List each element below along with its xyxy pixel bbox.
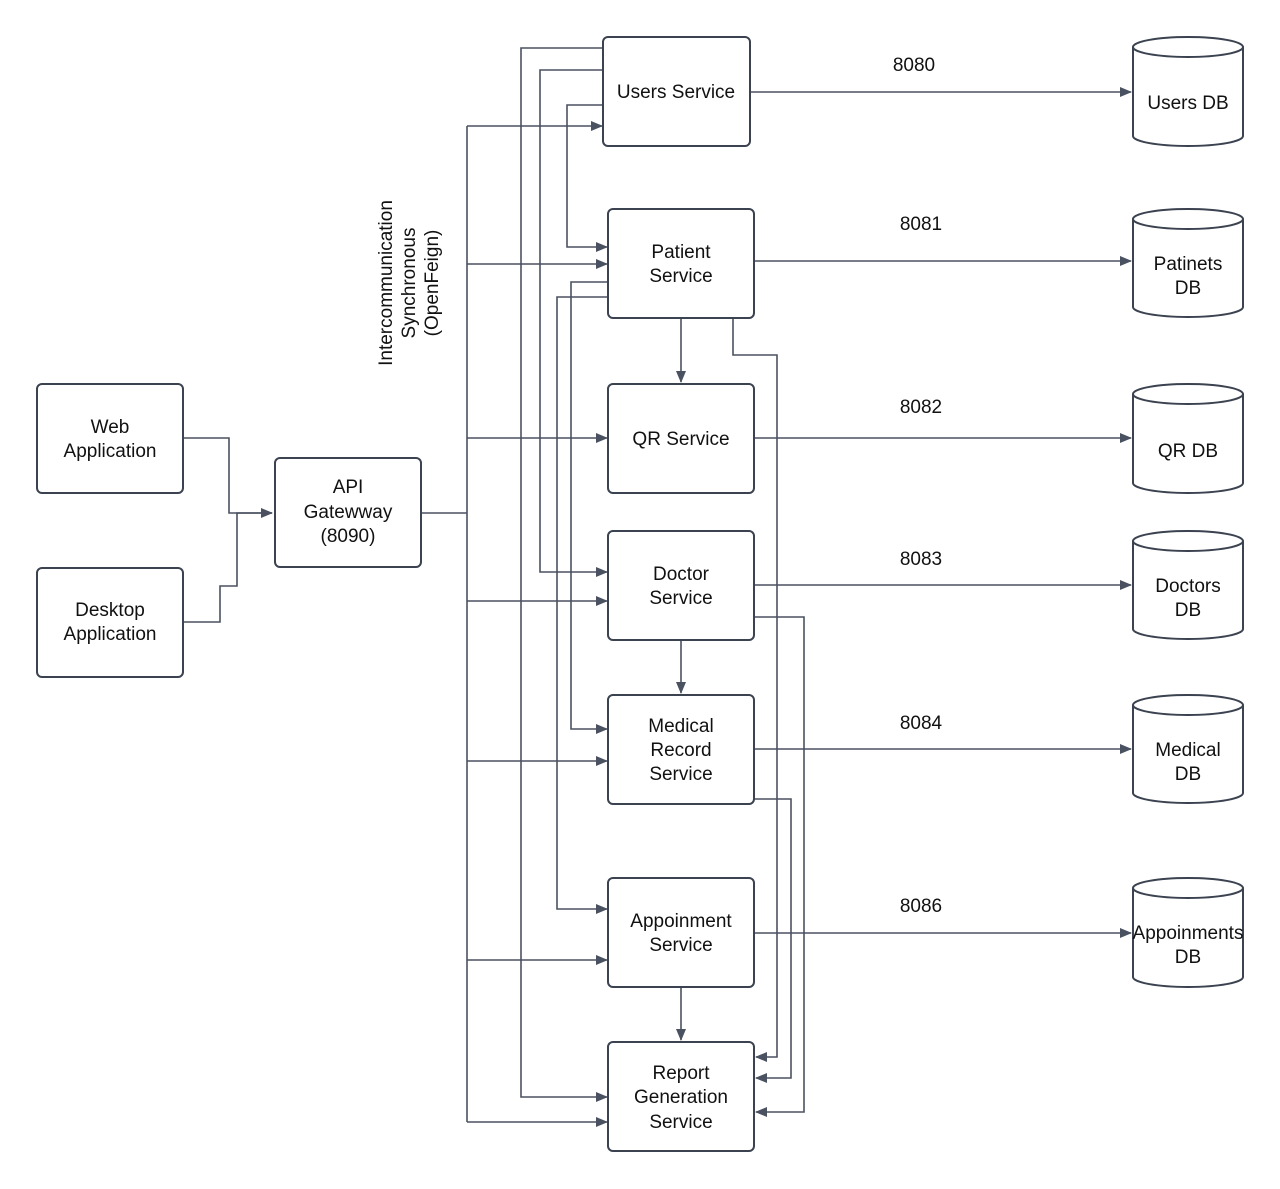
report-generation-service-label-line-3: Service bbox=[649, 1112, 712, 1133]
port-label-appointment: 8086 bbox=[900, 896, 942, 917]
appointment-service-label-line-2: Service bbox=[649, 935, 712, 956]
port-label-qr: 8082 bbox=[900, 397, 942, 418]
communication-label-line-2: Synchronous bbox=[399, 228, 420, 339]
api-gateway-node[interactable]: API Gatewway (8090) bbox=[274, 457, 422, 568]
report-generation-service-label-line-1: Report bbox=[652, 1063, 710, 1084]
medical-db-node[interactable]: Medical DB bbox=[1132, 694, 1244, 804]
doctor-service-node[interactable]: Doctor Service bbox=[607, 530, 755, 641]
edge-users-to-patient bbox=[566, 104, 608, 252]
appointments-db-label-line-1: Appoinments bbox=[1133, 923, 1244, 944]
qr-db-label: QR DB bbox=[1158, 441, 1218, 462]
appointments-db-node[interactable]: Appoinments DB bbox=[1132, 877, 1244, 988]
medical-db-label-line-2: DB bbox=[1175, 764, 1201, 785]
report-generation-service-label-line-2: Generation bbox=[634, 1087, 728, 1108]
port-label-doctor: 8083 bbox=[900, 549, 942, 570]
port-label-users: 8080 bbox=[893, 55, 935, 76]
edge-patient-to-report bbox=[732, 318, 778, 1062]
web-application-label-line-2: Application bbox=[64, 441, 157, 462]
medical-record-service-label-line-3: Service bbox=[649, 764, 712, 785]
patient-service-node[interactable]: Patient Service bbox=[607, 208, 755, 319]
communication-label: Intercommunication Synchronous (OpenFeig… bbox=[376, 200, 443, 366]
patient-service-label-line-1: Patient bbox=[651, 242, 711, 263]
port-label-medical: 8084 bbox=[900, 713, 943, 734]
edge-users-to-report bbox=[520, 47, 608, 1102]
users-service-node[interactable]: Users Service bbox=[602, 36, 751, 147]
medical-record-service-label-line-1: Medical bbox=[648, 716, 713, 737]
port-label-patient: 8081 bbox=[900, 214, 942, 235]
communication-label-line-3: (OpenFeign) bbox=[422, 230, 443, 337]
communication-label-line-1: Intercommunication bbox=[376, 200, 397, 366]
web-application-label-line-1: Web bbox=[91, 417, 130, 438]
qr-service-label: QR Service bbox=[632, 429, 729, 450]
edge-doctor-to-report bbox=[754, 616, 805, 1117]
qr-db-node[interactable]: QR DB bbox=[1132, 383, 1244, 494]
doctors-db-label-line-2: DB bbox=[1175, 600, 1201, 621]
edge-patient-to-appointment bbox=[556, 296, 608, 914]
desktop-application-label-line-1: Desktop bbox=[75, 600, 145, 621]
doctor-service-label-line-2: Service bbox=[649, 588, 712, 609]
edge-patient-to-medical bbox=[570, 281, 608, 734]
users-db-node[interactable]: Users DB bbox=[1132, 36, 1244, 147]
appointment-service-label-line-1: Appoinment bbox=[630, 911, 732, 932]
appointment-service-node[interactable]: Appoinment Service bbox=[607, 877, 755, 988]
medical-db-label-line-1: Medical bbox=[1155, 740, 1220, 761]
doctors-db-node[interactable]: Doctors DB bbox=[1132, 530, 1244, 640]
qr-service-node[interactable]: QR Service bbox=[607, 383, 755, 494]
patient-service-label-line-2: Service bbox=[649, 266, 712, 287]
appointments-db-label-line-2: DB bbox=[1175, 947, 1201, 968]
web-application-node[interactable]: Web Application bbox=[36, 383, 184, 494]
edge-web-to-gateway bbox=[183, 437, 273, 518]
medical-record-service-node[interactable]: Medical Record Service bbox=[607, 694, 755, 805]
users-db-label: Users DB bbox=[1147, 93, 1228, 114]
patients-db-node[interactable]: Patinets DB bbox=[1132, 208, 1244, 318]
doctor-service-label-line-1: Doctor bbox=[653, 564, 710, 585]
edge-users-to-doctor bbox=[539, 69, 608, 577]
users-service-label: Users Service bbox=[617, 82, 735, 103]
medical-record-service-label-line-2: Record bbox=[650, 740, 711, 761]
api-gateway-label-line-1: API bbox=[333, 477, 364, 498]
edge-medical-to-report bbox=[754, 798, 792, 1083]
desktop-application-node[interactable]: Desktop Application bbox=[36, 567, 184, 678]
api-gateway-label-line-2: Gatewway bbox=[304, 502, 393, 523]
patients-db-label-line-1: Patinets bbox=[1154, 254, 1223, 275]
patients-db-label-line-2: DB bbox=[1175, 278, 1201, 299]
api-gateway-label-line-3: (8090) bbox=[321, 526, 376, 547]
report-generation-service-node[interactable]: Report Generation Service bbox=[607, 1041, 755, 1152]
doctors-db-label-line-1: Doctors bbox=[1155, 576, 1220, 597]
port-labels: 8080 8081 8082 8083 8084 8086 bbox=[893, 55, 943, 917]
desktop-application-label-line-2: Application bbox=[64, 624, 157, 645]
connections bbox=[183, 47, 1132, 1127]
edge-desktop-to-gateway bbox=[183, 512, 272, 623]
